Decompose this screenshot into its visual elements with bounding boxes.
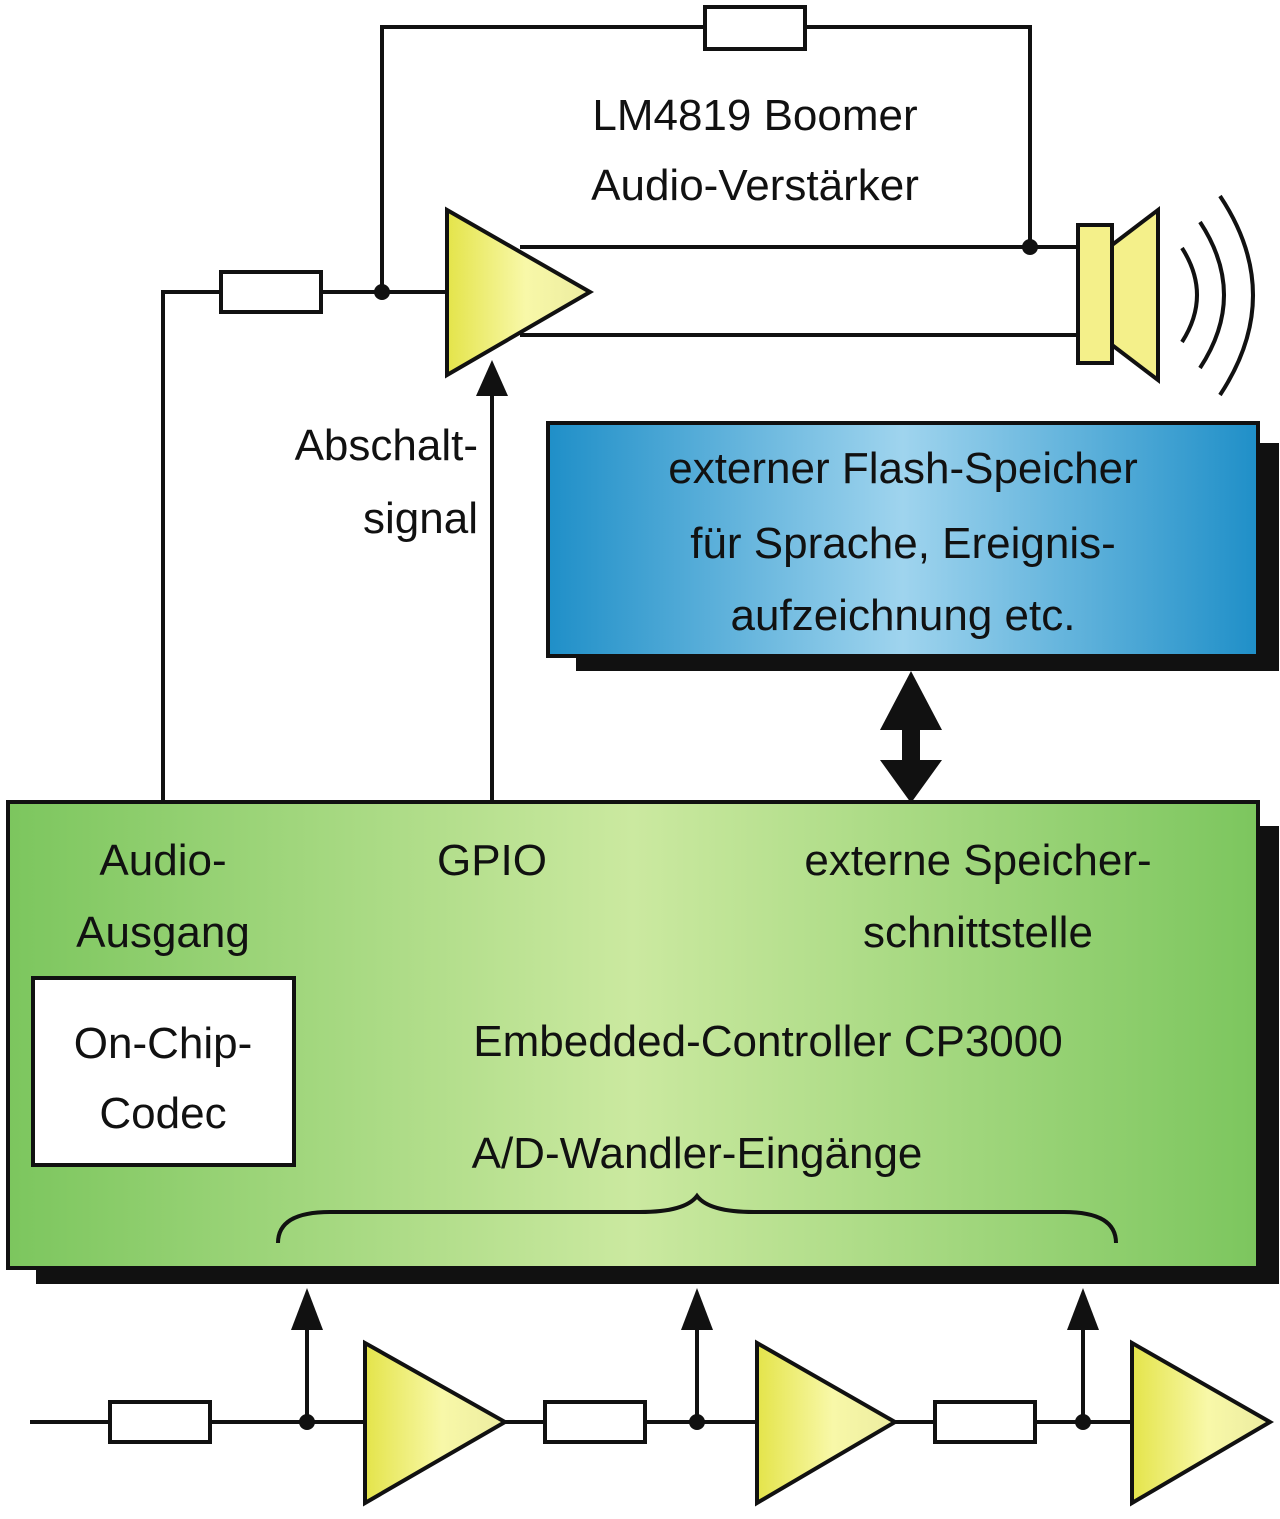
codec-label-line1: On-Chip-: [74, 1019, 253, 1068]
feedback-wires: [161, 25, 1080, 800]
flash-label-line1: externer Flash-Speicher: [668, 444, 1138, 493]
adc-inputs-label: A/D-Wandler-Eingänge: [472, 1129, 923, 1178]
adc-arrowhead: [681, 1288, 713, 1330]
codec-box: [31, 976, 296, 1167]
adc-arrowhead: [291, 1288, 323, 1330]
adc-brace: [276, 1192, 1118, 1244]
junction-dot: [1075, 1414, 1091, 1430]
shutdown-label-line2: signal: [363, 494, 478, 543]
memory-interface-label-line1: externe Speicher-: [804, 836, 1151, 885]
junction-dot: [374, 284, 390, 300]
amplifier-triangle: [445, 206, 595, 379]
shutdown-label-line1: Abschalt-: [295, 421, 478, 470]
audio-output-label-line1: Audio-: [99, 836, 226, 885]
gpio-label: GPIO: [437, 836, 547, 885]
input-resistor: [219, 270, 323, 314]
sound-waves-icon: [1180, 194, 1255, 397]
audio-output-label-line2: Ausgang: [76, 908, 250, 957]
junction-dot: [689, 1414, 705, 1430]
feedback-resistor: [703, 5, 807, 51]
codec-label-line2: Codec: [99, 1089, 226, 1138]
flash-memory-box: [546, 421, 1260, 658]
controller-name: Embedded-Controller CP3000: [473, 1017, 1062, 1066]
shutdown-arrowhead: [476, 360, 508, 396]
adc-arrowhead: [1067, 1288, 1099, 1330]
amplifier-title-line2: Audio-Verstärker: [591, 161, 919, 210]
memory-interface-label-line2: schnittstelle: [863, 908, 1093, 957]
speaker-icon: [1076, 205, 1160, 385]
amplifier-triangle: [363, 1339, 510, 1507]
flash-label-line3: aufzeichnung etc.: [731, 591, 1076, 640]
amplifier-triangle: [755, 1339, 899, 1507]
chain-resistor: [933, 1400, 1037, 1444]
flash-label-line2: für Sprache, Ereignis-: [690, 519, 1116, 568]
amplifier-triangle: [1130, 1339, 1274, 1507]
chain-resistor: [108, 1400, 212, 1444]
chain-resistor: [543, 1400, 647, 1444]
junction-dot: [299, 1414, 315, 1430]
amplifier-title-line1: LM4819 Boomer: [592, 91, 917, 140]
junction-dot: [1022, 239, 1038, 255]
memory-bus-arrow: [880, 671, 942, 803]
